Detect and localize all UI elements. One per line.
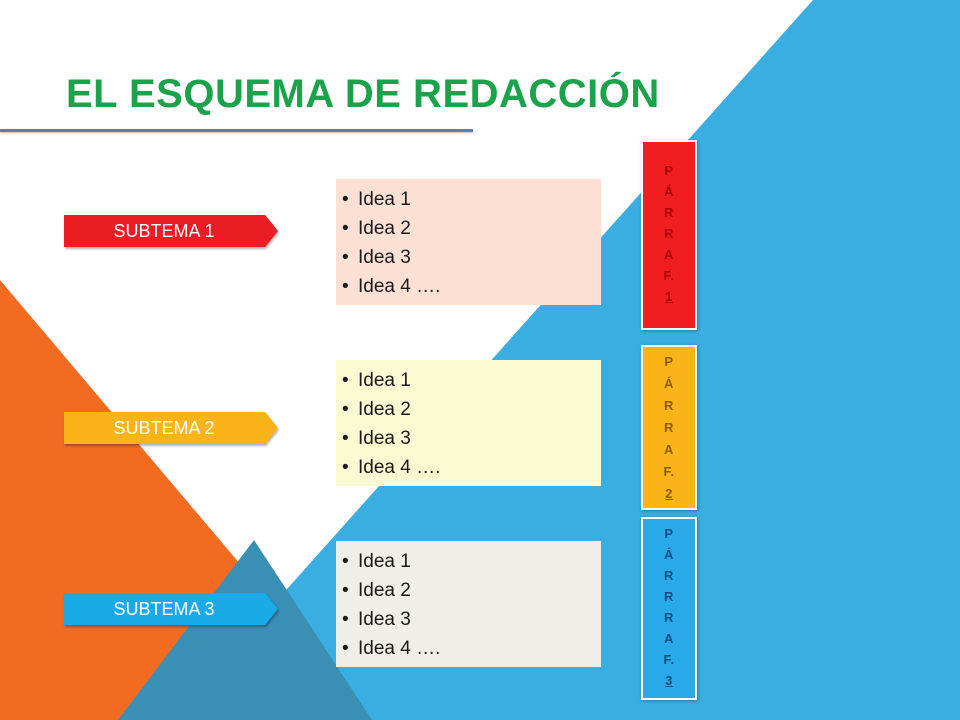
idea-text: Idea 2 — [358, 399, 411, 420]
parrafo-3-letter: A — [664, 631, 674, 646]
parrafo-1-letter: F. — [663, 268, 675, 283]
subtema-1-arrow: SUBTEMA 1 — [64, 215, 278, 247]
idea-text: Idea 1 — [358, 189, 411, 210]
idea-item: •Idea 3 — [342, 428, 411, 449]
parrafo-1-letter: 1 — [665, 289, 673, 304]
idea-item: •Idea 4 …. — [342, 276, 441, 297]
idea-item: •Idea 4 …. — [342, 457, 441, 478]
parrafo-3-letter: F. — [663, 652, 675, 667]
parrafo-3-letter: R — [664, 589, 674, 604]
idea-text: Idea 4 …. — [358, 276, 441, 297]
parrafo-2-letter: A — [664, 442, 674, 457]
subtema-2-shape — [64, 412, 278, 444]
parrafo-2-letter: 2 — [665, 486, 673, 501]
parrafo-3-letter: 3 — [665, 673, 673, 688]
idea-item: •Idea 2 — [342, 580, 411, 601]
title-underline — [0, 129, 473, 132]
parrafo-3-box: P Á R R R A F. 3 — [641, 517, 697, 700]
page-title: EL ESQUEMA DE REDACCIÓN — [66, 72, 660, 116]
idea-item: •Idea 1 — [342, 189, 411, 210]
parrafo-2-box: P Á R R A F. 2 — [641, 345, 697, 510]
idea-item: •Idea 2 — [342, 399, 411, 420]
idea-text: Idea 4 …. — [358, 457, 441, 478]
subtema-2-arrow: SUBTEMA 2 — [64, 412, 278, 444]
subtema-1-label: SUBTEMA 1 — [113, 221, 215, 241]
parrafo-2-letter: P — [664, 354, 674, 369]
ideas-list-2: •Idea 1 •Idea 2 •Idea 3 •Idea 4 …. — [342, 366, 601, 482]
idea-item: •Idea 2 — [342, 218, 411, 239]
ideas-box-3: •Idea 1 •Idea 2 •Idea 3 •Idea 4 …. — [336, 541, 601, 667]
ideas-box-2: •Idea 1 •Idea 2 •Idea 3 •Idea 4 …. — [336, 360, 601, 486]
parrafo-2-letter: Á — [664, 376, 674, 391]
subtema-3-label: SUBTEMA 3 — [113, 599, 215, 619]
subtema-1-shape — [64, 215, 278, 247]
parrafo-1-letter: A — [664, 247, 674, 262]
idea-item: •Idea 3 — [342, 247, 411, 268]
parrafo-1-letter: Á — [664, 184, 674, 199]
subtema-3-arrow: SUBTEMA 3 — [64, 593, 278, 625]
idea-item: •Idea 1 — [342, 551, 411, 572]
idea-text: Idea 3 — [358, 428, 411, 449]
idea-text: Idea 1 — [358, 370, 411, 391]
subtema-3-shape — [64, 593, 278, 625]
idea-text: Idea 2 — [358, 218, 411, 239]
ideas-box-1: •Idea 1 •Idea 2 •Idea 3 •Idea 4 …. — [336, 179, 601, 305]
parrafo-1-letter: P — [664, 163, 674, 178]
parrafo-3-letter: R — [664, 568, 674, 583]
parrafo-3-letter: P — [664, 526, 674, 541]
parrafo-1-letter: R — [664, 226, 674, 241]
parrafo-1-letter: R — [664, 205, 674, 220]
parrafo-3-letter: R — [664, 610, 674, 625]
overlap-triangle — [118, 540, 372, 720]
idea-text: Idea 2 — [358, 580, 411, 601]
idea-text: Idea 3 — [358, 609, 411, 630]
idea-text: Idea 1 — [358, 551, 411, 572]
ideas-list-3: •Idea 1 •Idea 2 •Idea 3 •Idea 4 …. — [342, 547, 601, 663]
idea-item: •Idea 4 …. — [342, 638, 441, 659]
idea-text: Idea 4 …. — [358, 638, 441, 659]
parrafo-3-letter: Á — [664, 547, 674, 562]
parrafo-2-letter: R — [664, 420, 674, 435]
parrafo-2-letter: R — [664, 398, 674, 413]
subtema-2-label: SUBTEMA 2 — [113, 418, 215, 438]
parrafo-2-letter: F. — [663, 464, 675, 479]
idea-item: •Idea 1 — [342, 370, 411, 391]
parrafo-1-box: P Á R R A F. 1 — [641, 140, 697, 330]
idea-text: Idea 3 — [358, 247, 411, 268]
ideas-list-1: •Idea 1 •Idea 2 •Idea 3 •Idea 4 …. — [342, 185, 601, 301]
idea-item: •Idea 3 — [342, 609, 411, 630]
